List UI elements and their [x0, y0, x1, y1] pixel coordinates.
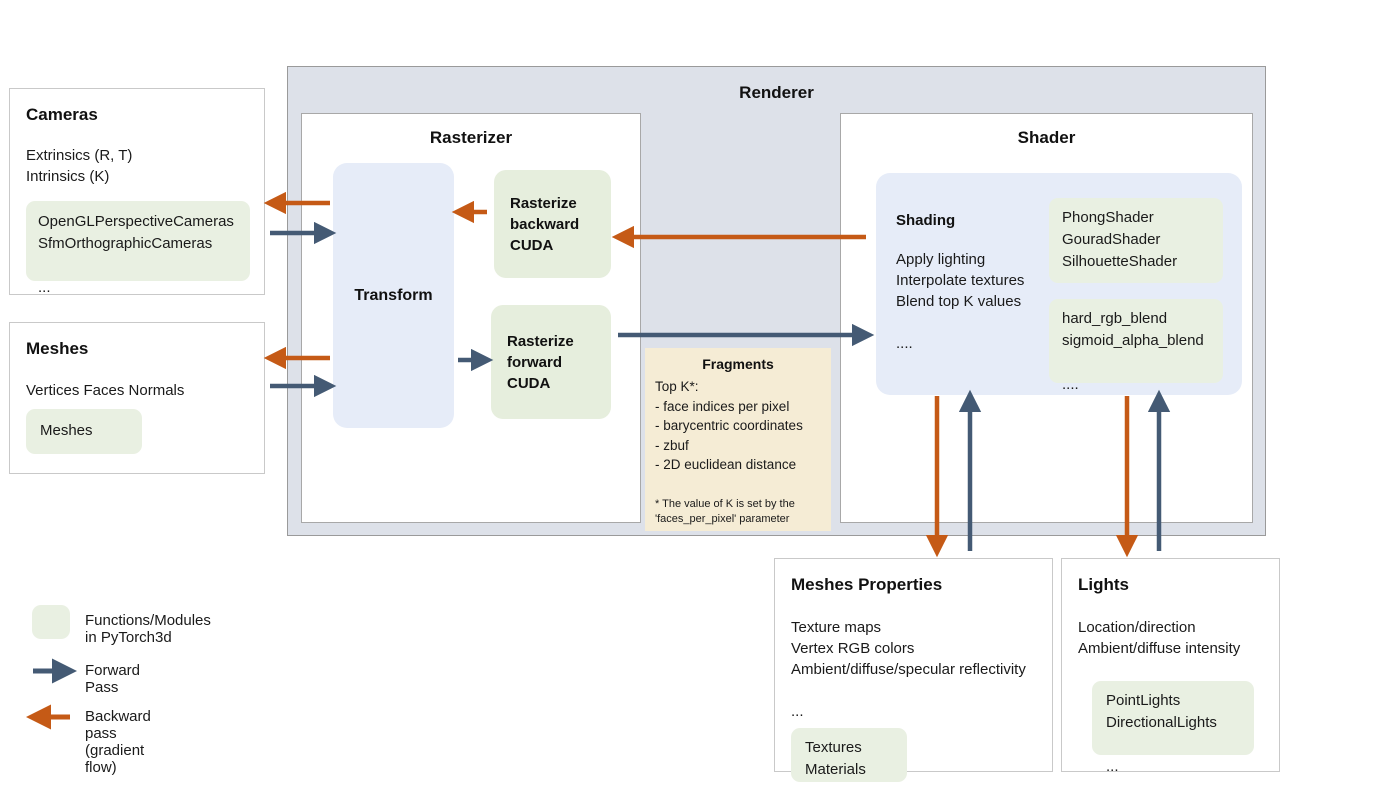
blend-functions-chip-text: hard_rgb_blend sigmoid_alpha_blend .... [1062, 310, 1204, 393]
shading-block: Shading Apply lighting Interpolate textu… [876, 173, 1242, 395]
legend-label-modules: Functions/Modules in PyTorch3d [85, 612, 211, 646]
rasterize-backward-block: Rasterize backward CUDA [494, 170, 611, 278]
legend-label-forward: Forward Pass [85, 662, 141, 696]
meshes-chip: Meshes [26, 409, 142, 454]
fragments-note: * The value of K is set by the 'faces_pe… [655, 497, 795, 525]
shader-classes-chip: PhongShader GouradShader SilhouetteShade… [1049, 198, 1223, 314]
cameras-title: Cameras [26, 105, 98, 124]
rasterizer-title: Rasterizer [429, 128, 513, 147]
cameras-chip: OpenGLPerspectiveCameras SfmOrthographic… [26, 201, 250, 296]
meshes-chip-text: Meshes [40, 422, 93, 439]
cameras-chip-text: OpenGLPerspectiveCameras SfmOrthographic… [38, 213, 234, 296]
cameras-card: Cameras Extrinsics (R, T) Intrinsics (K)… [9, 88, 265, 296]
lights-card: Lights Location/direction Ambient/diffus… [1061, 558, 1280, 775]
meshes-properties-title: Meshes Properties [791, 575, 943, 594]
transform-label: Transform [354, 286, 433, 304]
shader-title: Shader [1017, 128, 1076, 147]
meshes-properties-card: Meshes Properties Texture maps Vertex RG… [774, 558, 1053, 782]
meshes-title: Meshes [26, 339, 89, 358]
fragments-box: Fragments Top K*: - face indices per pix… [645, 348, 831, 531]
meshes-card: Meshes Vertices Faces Normals Meshes [9, 322, 265, 474]
rasterize-forward-label: Rasterize forward CUDA [507, 332, 574, 392]
legend-label-backward: Backward pass (gradient flow) [85, 708, 151, 776]
legend-green-swatch-icon [32, 605, 70, 639]
renderer-title: Renderer [739, 83, 814, 102]
lights-title: Lights [1078, 575, 1129, 594]
lights-chip-text: PointLights DirectionalLights ... [1106, 692, 1217, 775]
rasterize-forward-block: Rasterize forward CUDA [491, 305, 611, 419]
meshes-properties-body: Texture maps Vertex RGB colors Ambient/d… [791, 619, 1026, 720]
fragments-title: Fragments [702, 356, 774, 372]
lights-chip: PointLights DirectionalLights ... [1092, 681, 1254, 775]
shading-body: Apply lighting Interpolate textures Blen… [896, 251, 1025, 352]
transform-block: Transform [333, 163, 454, 428]
cameras-body: Extrinsics (R, T) Intrinsics (K) [26, 147, 133, 185]
rasterize-backward-label: Rasterize backward CUDA [510, 194, 580, 254]
meshes-properties-chip: Textures Materials [791, 728, 907, 782]
shading-title: Shading [896, 212, 956, 229]
blend-functions-chip: hard_rgb_blend sigmoid_alpha_blend .... [1049, 299, 1223, 393]
lights-body: Location/direction Ambient/diffuse inten… [1078, 619, 1241, 657]
meshes-body: Vertices Faces Normals [26, 382, 185, 399]
meshes-properties-chip-text: Textures Materials [805, 739, 866, 778]
fragments-body: Top K*: - face indices per pixel - baryc… [655, 379, 803, 472]
